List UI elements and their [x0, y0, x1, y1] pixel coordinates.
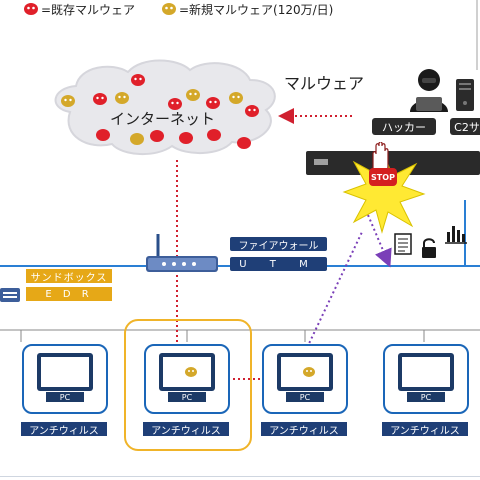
- existing-malware-icon: [179, 132, 193, 144]
- existing-malware-icon: [24, 3, 38, 15]
- existing-malware-icon: [207, 129, 221, 141]
- new-malware-icon: [303, 367, 315, 377]
- edr-device-icon: [0, 288, 20, 302]
- hacker-label: ハッカー: [372, 118, 436, 135]
- existing-malware-icon: [245, 105, 259, 117]
- lock-icon: [422, 238, 436, 258]
- existing-malware-icon: [237, 137, 251, 149]
- stop-sign: STOP: [369, 168, 397, 186]
- antivirus-label: アンチウィルス: [143, 422, 229, 437]
- existing-malware-icon: [168, 98, 182, 110]
- firewall-label: ファイアウォール: [230, 237, 327, 252]
- document-icon: [394, 233, 412, 255]
- monitor-icon: [398, 353, 454, 391]
- internet-label: インターネット: [110, 110, 216, 128]
- existing-malware-icon: [150, 130, 164, 142]
- new-malware-icon: [115, 92, 129, 104]
- utm-label: U T M: [230, 257, 327, 271]
- bottom-divider: [0, 476, 480, 477]
- existing-malware-icon: [131, 74, 145, 86]
- edr-label: E D R: [26, 287, 112, 301]
- new-malware-icon: [229, 92, 243, 104]
- pc-screen-label: PC: [168, 392, 206, 402]
- monitor-icon: [159, 353, 215, 391]
- pc-unit[interactable]: PC: [262, 344, 348, 414]
- new-malware-icon: [162, 3, 176, 15]
- infected-pc-highlight: [124, 319, 252, 451]
- antivirus-label: アンチウィルス: [382, 422, 468, 437]
- c2-server-icon: [456, 79, 474, 111]
- legend-existing-label: =既存マルウェア: [41, 3, 136, 17]
- pc-screen-label: PC: [46, 392, 84, 402]
- internet-cloud: [54, 59, 276, 156]
- pc-unit[interactable]: PC: [22, 344, 108, 414]
- existing-malware-icon: [206, 97, 220, 109]
- appliance-logo-icon: [314, 159, 328, 165]
- bar-chart-icon: [445, 226, 467, 244]
- monitor-icon: [277, 353, 333, 391]
- existing-malware-icon: [93, 93, 107, 105]
- c2-label: C2サ: [450, 118, 480, 135]
- frame-edge: [476, 0, 478, 70]
- stop-hand-icon: [372, 142, 389, 175]
- exfil-arrow-diagonal: [304, 231, 363, 353]
- legend-new-label: =新規マルウェア(120万/日): [179, 3, 334, 17]
- pc-screen-label: PC: [286, 392, 324, 402]
- new-malware-icon: [186, 89, 200, 101]
- new-malware-icon: [61, 95, 75, 107]
- pc-screen-label: PC: [407, 392, 445, 402]
- malware-label: マルウェア: [284, 74, 365, 93]
- antivirus-label: アンチウィルス: [21, 422, 107, 437]
- antivirus-label: アンチウィルス: [261, 422, 347, 437]
- new-malware-icon: [130, 133, 144, 145]
- stop-burst-icon: [342, 150, 426, 234]
- pc-unit[interactable]: PC: [383, 344, 469, 414]
- monitor-icon: [37, 353, 93, 391]
- exfil-arrow-short: [367, 214, 392, 268]
- hacker-icon: [410, 69, 448, 112]
- new-malware-icon: [185, 367, 197, 377]
- stop-label: STOP: [371, 172, 395, 182]
- pc-unit[interactable]: PC: [144, 344, 230, 414]
- existing-malware-icon: [96, 129, 110, 141]
- legend: =既存マルウェア =新規マルウェア(120万/日): [22, 0, 352, 20]
- sandbox-label: サンドボックス: [26, 269, 112, 284]
- malware-cluster: [61, 74, 259, 149]
- router-icon: [146, 234, 218, 272]
